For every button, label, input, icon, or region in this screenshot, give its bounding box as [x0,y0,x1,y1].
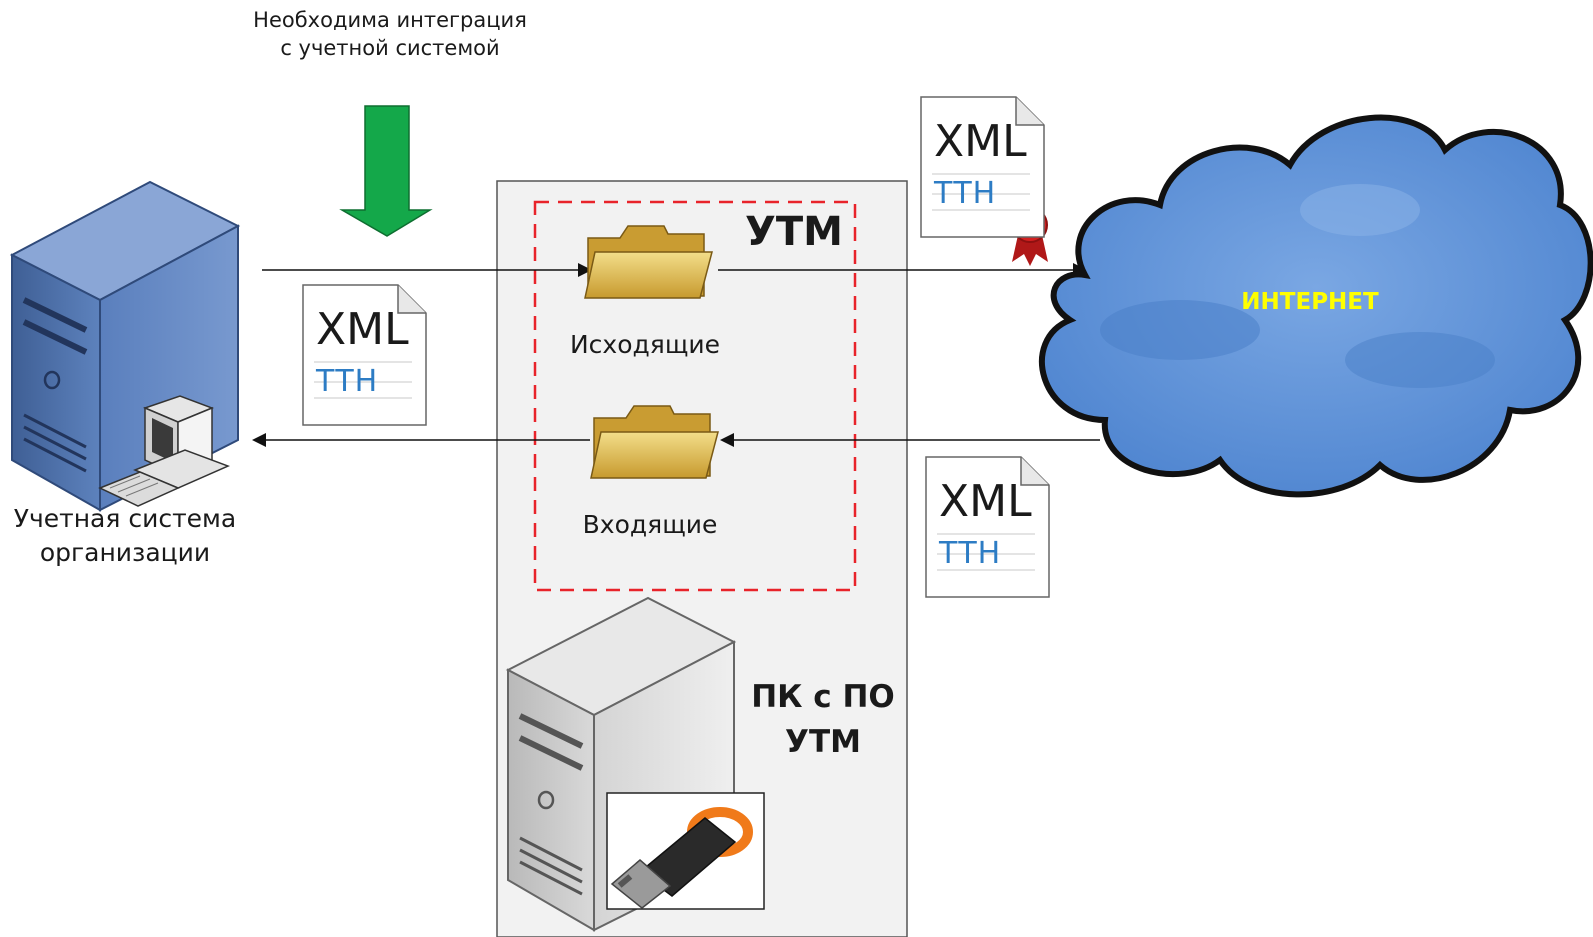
document-format: XML [934,116,1027,167]
outgoing-folder-label: Исходящие [569,330,721,359]
document-icon: XML ТТН [920,96,1046,238]
accounting-system-label: Учетная система организации [13,504,237,567]
internet-label: ИНТЕРНЕТ [1241,289,1379,315]
incoming-folder-label: Входящие [582,510,718,539]
utm-dashed-boundary [533,200,857,592]
cloud-icon [1039,114,1593,498]
integration-note: Необходима интеграция с учетной системой [253,8,527,61]
document-type: ТТН [316,364,379,399]
pc-with-utm-label: ПК с ПО УТМ [751,679,895,760]
document-type: ТТН [934,176,997,211]
document-format: XML [316,304,409,355]
workstation-icon [98,395,230,507]
utm-title: УТМ [745,209,843,255]
document-format: XML [939,476,1032,527]
document-icon: XML ТТН [925,456,1051,598]
document-type: ТТН [939,536,1002,571]
document-icon: XML ТТН [302,284,428,426]
usb-token-icon [606,792,765,910]
folder-icon [584,225,713,299]
down-arrow-icon [339,105,433,237]
folder-icon [590,405,719,479]
